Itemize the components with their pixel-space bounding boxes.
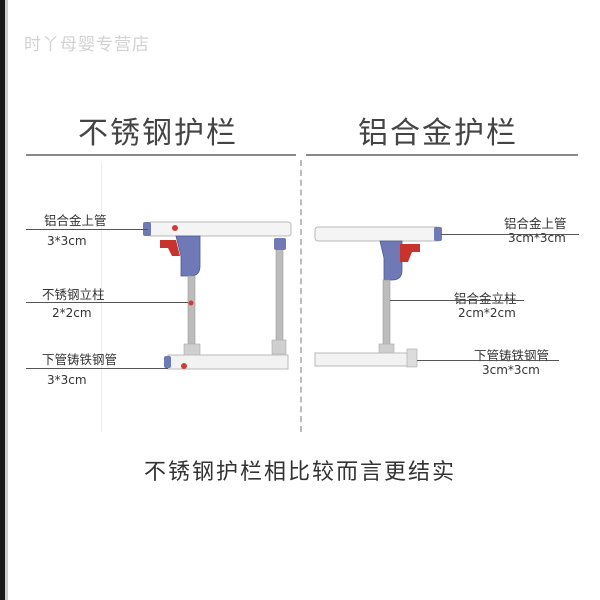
- right-hinge-block: [379, 240, 403, 281]
- left-post-2-cap: [274, 238, 286, 250]
- image-left-edge-shadow: [5, 0, 8, 600]
- left-hinge-latch: [160, 240, 180, 256]
- right-post: [382, 279, 391, 351]
- left-post-spec: 2*2cm: [52, 306, 92, 320]
- image-left-edge: [0, 0, 5, 600]
- right-post-leader: [390, 300, 524, 301]
- right-bottom-tube-leader: [417, 360, 559, 361]
- left-post-1: [187, 275, 196, 351]
- left-hinge-block: [175, 235, 201, 277]
- aluminum-rail-heading: 铝合金护栏: [358, 116, 518, 151]
- stainless-rail-figure: [143, 221, 292, 370]
- left-faint-guide-line: [101, 162, 102, 432]
- left-post-1-foot: [183, 343, 201, 357]
- right-top-tube-label: 铝合金上管: [504, 216, 567, 231]
- right-top-bar-endcap: [434, 227, 442, 241]
- left-post-pin: [188, 300, 194, 306]
- right-top-tube-leader: [441, 234, 579, 235]
- right-bottom-bar-end: [406, 348, 418, 368]
- left-post-leader: [26, 302, 188, 303]
- right-hinge-latch: [400, 244, 420, 262]
- aluminum-rail-figure: [314, 226, 442, 368]
- left-bottom-pin: [181, 363, 187, 369]
- left-bottom-tube-label: 下管铸铁钢管: [42, 352, 118, 367]
- center-dashed-divider: [300, 160, 302, 432]
- left-bottom-bar-endcap: [164, 356, 171, 368]
- left-top-tube-leader: [26, 229, 148, 230]
- right-post-label: 铝合金立柱: [454, 291, 517, 306]
- left-top-tube-label: 铝合金上管: [44, 213, 107, 228]
- left-heading-underline: [26, 154, 296, 156]
- right-bottom-tube-spec: 3cm*3cm: [482, 363, 540, 377]
- left-top-pin: [172, 225, 178, 231]
- left-bottom-tube-spec: 3*3cm: [47, 373, 87, 387]
- comparison-caption: 不锈钢护栏相比较而言更结实: [143, 460, 456, 485]
- right-post-spec: 2cm*2cm: [458, 306, 516, 320]
- left-bottom-tube-leader: [26, 368, 168, 369]
- left-top-tube-spec: 3*3cm: [47, 234, 87, 248]
- right-bottom-tube-label: 下管铸铁钢管: [474, 348, 550, 363]
- shop-watermark: 时丫母婴专营店: [24, 35, 150, 55]
- left-post-2-foot: [271, 339, 287, 355]
- stainless-rail-heading: 不锈钢护栏: [78, 116, 238, 151]
- right-bottom-bar: [314, 352, 417, 367]
- left-post-label: 不锈钢立柱: [42, 287, 105, 302]
- right-heading-underline: [306, 154, 578, 156]
- right-top-bar: [314, 226, 442, 242]
- left-post-2: [275, 245, 284, 351]
- left-top-bar: [147, 221, 292, 237]
